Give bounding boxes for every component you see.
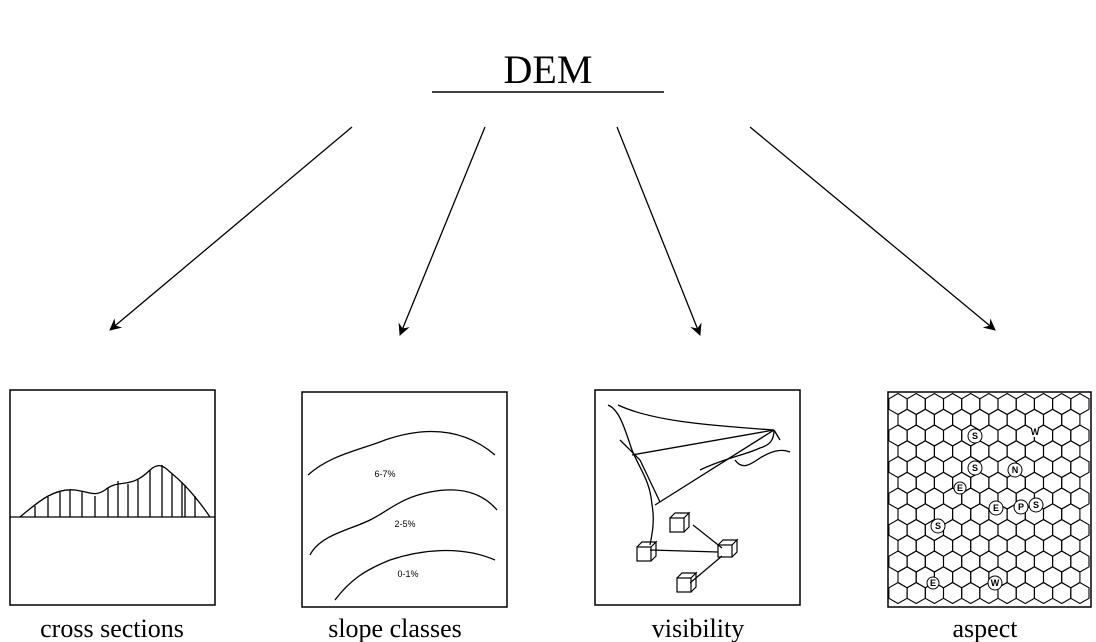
contour-lines <box>307 430 498 601</box>
dem-title: DEM <box>504 47 593 92</box>
panel-cross-sections: cross sections <box>9 389 216 642</box>
aspect-label: S <box>972 463 978 473</box>
caption-cross-sections: cross sections <box>40 614 184 642</box>
caption-slope-classes: slope classes <box>328 614 462 642</box>
slope-label-high: 6-7% <box>374 469 395 479</box>
aspect-label: E <box>993 503 999 513</box>
slope-label-low: 0-1% <box>397 569 418 579</box>
caption-visibility: visibility <box>652 614 744 642</box>
hex-cell <box>1070 581 1090 605</box>
caption-aspect: aspect <box>953 614 1019 642</box>
aspect-label: S <box>1033 500 1039 510</box>
terrain-sightlines <box>607 404 791 546</box>
panel-slope-classes: 6-7% 2-5% 0-1% slope classes <box>301 391 508 642</box>
panel-visibility: visibility <box>594 389 801 642</box>
viewpoint-network <box>636 511 739 593</box>
panel-aspect: S W S N E E P S S E W aspect <box>887 391 1092 642</box>
arrow-to-cross-sections <box>109 126 353 331</box>
terrain-profile <box>19 465 211 518</box>
aspect-label: N <box>1012 465 1019 475</box>
aspect-label: W <box>1031 427 1040 437</box>
slope-label-medium: 2-5% <box>394 519 415 529</box>
arrow-to-slope-classes <box>398 126 486 336</box>
arrow-to-aspect <box>749 126 996 331</box>
aspect-labels: S W S N E E P S S E W <box>926 427 1044 591</box>
aspect-label: E <box>957 483 963 493</box>
arrow-to-visibility <box>616 126 702 336</box>
aspect-label: P <box>1018 502 1024 512</box>
section-lines <box>34 465 196 517</box>
aspect-label: W <box>991 578 1000 588</box>
aspect-label: E <box>930 578 936 588</box>
aspect-label: S <box>972 431 978 441</box>
aspect-label: S <box>935 521 941 531</box>
